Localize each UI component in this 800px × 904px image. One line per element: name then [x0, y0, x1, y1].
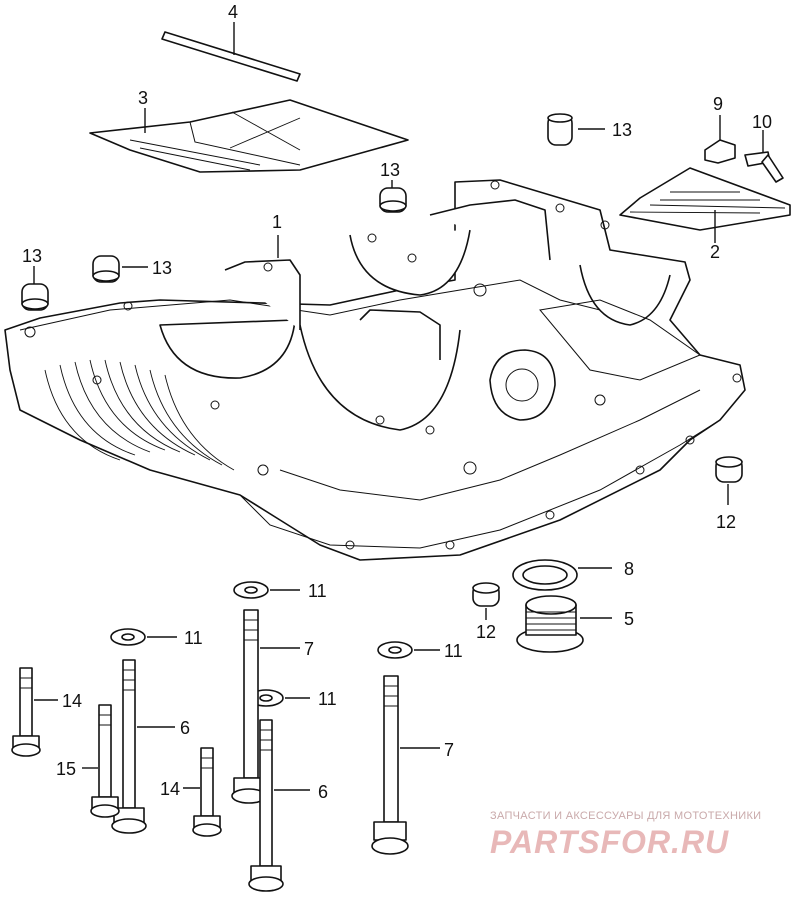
part-12-dowel-bottom [472, 582, 500, 620]
part-12-dowel-right [715, 456, 743, 505]
part-13-dowel-middle [379, 180, 407, 213]
callout-6b: 6 [318, 782, 328, 802]
callout-9: 9 [713, 94, 723, 114]
part-11-washer-c [377, 641, 440, 659]
part-7-bolt-right [371, 675, 440, 855]
part-15-bolt [82, 704, 120, 818]
callout-6a: 6 [180, 718, 190, 738]
part-5-drain-plug [516, 595, 612, 653]
callout-15: 15 [56, 759, 76, 779]
part-6-bolt-left [111, 659, 175, 834]
part-13-dowel-top-right [547, 113, 605, 146]
callout-13a: 13 [612, 120, 632, 140]
part-3-plate [89, 99, 409, 173]
callout-11b: 11 [184, 628, 203, 648]
callout-14a: 14 [62, 691, 82, 711]
part-14-bolt-left [11, 667, 58, 757]
watermark-tagline: ЗАПЧАСТИ И АКСЕССУАРЫ ДЛЯ МОТОТЕХНИКИ [490, 810, 762, 822]
callout-13b: 13 [380, 160, 400, 180]
part-13-dowel-left-b [21, 266, 49, 311]
part-7-bolt-left [231, 609, 300, 804]
callout-4: 4 [228, 2, 238, 22]
part-11-washer-b [110, 628, 177, 646]
part-4-rod [161, 22, 301, 82]
callout-1: 1 [272, 212, 282, 232]
part-10-bolt [744, 130, 784, 183]
part-14-bolt-right [183, 747, 222, 837]
part-13-dowel-left-a [92, 255, 148, 283]
part-1-lower-crankcase [4, 179, 746, 561]
callout-14b: 14 [160, 779, 180, 799]
callout-7b: 7 [444, 740, 454, 760]
part-9-clip [704, 115, 736, 164]
callout-11c: 11 [444, 641, 463, 661]
callout-2: 2 [710, 242, 720, 262]
callout-7a: 7 [304, 639, 314, 659]
part-11-washer-a [233, 581, 300, 599]
callout-13c: 13 [152, 258, 172, 278]
callout-13d: 13 [22, 246, 42, 266]
part-6-bolt-right [248, 719, 310, 892]
callout-11a: 11 [308, 581, 327, 601]
callout-8: 8 [624, 559, 634, 579]
callout-12a: 12 [716, 512, 736, 532]
callout-5: 5 [624, 609, 634, 629]
callout-11d: 11 [318, 689, 337, 709]
part-8-sealing-washer [512, 559, 612, 591]
callout-3: 3 [138, 88, 148, 108]
callout-12b: 12 [476, 622, 496, 642]
callout-10: 10 [752, 112, 772, 132]
watermark-logo: PARTSFOR.RU [490, 824, 730, 860]
part-2-breather-plate [619, 167, 791, 243]
